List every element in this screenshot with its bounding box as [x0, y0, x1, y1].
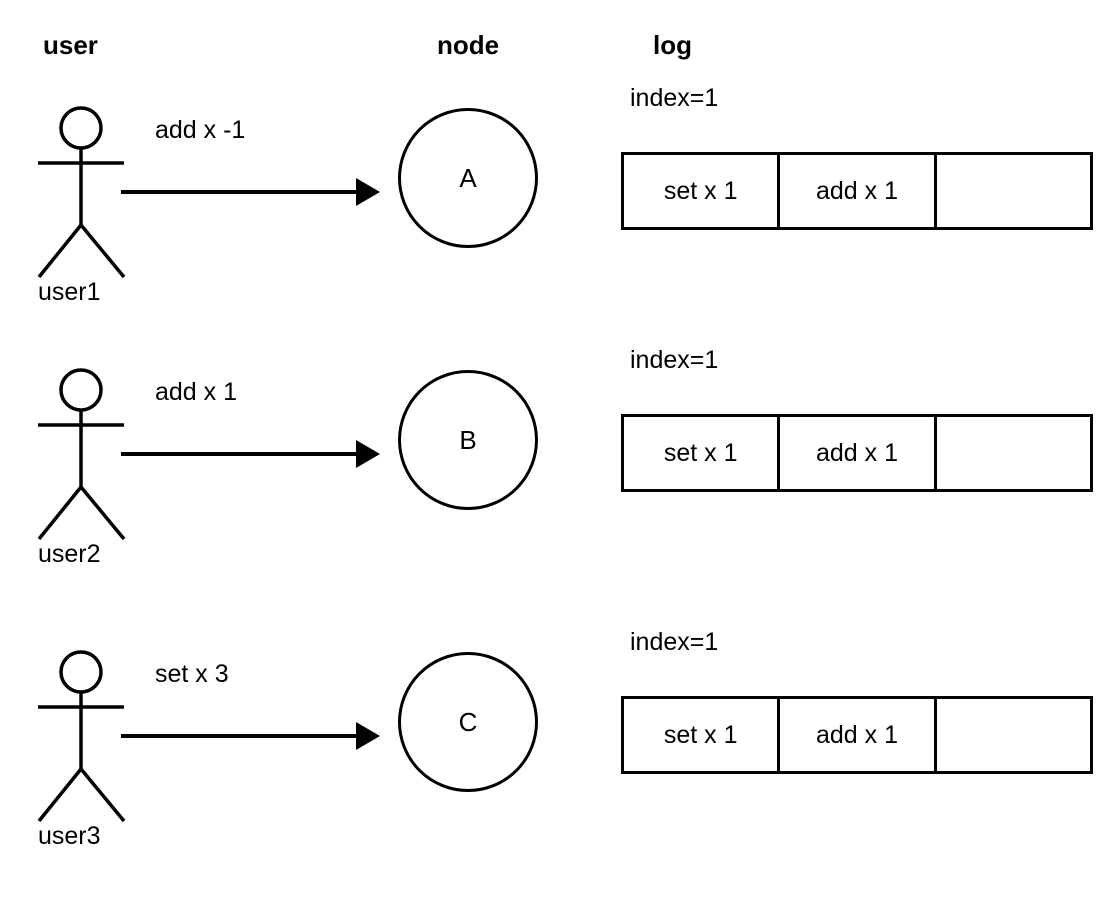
node-B: B	[398, 370, 538, 510]
diagram-row: user3 set x 3 C index=1 set x 1 add x 1	[0, 622, 1118, 902]
actor-user2: user2	[30, 340, 140, 580]
node-label: C	[458, 707, 478, 737]
actor-label: user2	[38, 540, 101, 568]
arrow-right-icon	[121, 440, 380, 468]
arrow-right-icon	[121, 722, 380, 750]
log-index-label: index=1	[630, 346, 719, 374]
column-header-log: log	[653, 30, 692, 60]
message-user3-to-C: set x 3	[118, 662, 388, 752]
stick-figure-icon	[37, 368, 126, 540]
column-header-node: node	[437, 30, 500, 60]
stick-figure-icon	[37, 650, 126, 822]
actor-label: user3	[38, 822, 101, 850]
log-cell: add x 1	[780, 155, 937, 227]
actor-user1: user1	[30, 78, 140, 318]
log-cell: set x 1	[624, 699, 781, 771]
log-table: set x 1 add x 1	[621, 152, 1093, 230]
diagram-row: user1 add x -1 A index=1 set x 1 add x 1	[0, 78, 1118, 358]
log-index-label: index=1	[630, 628, 719, 656]
message-user1-to-A: add x -1	[118, 118, 388, 208]
node-A: A	[398, 108, 538, 248]
message-user2-to-B: add x 1	[118, 380, 388, 470]
message-label: add x 1	[155, 378, 238, 406]
column-header-user: user	[43, 30, 98, 60]
arrow-right-icon	[121, 178, 380, 206]
log-table: set x 1 add x 1	[621, 414, 1093, 492]
log-index-label: index=1	[630, 84, 719, 112]
log-cell-empty	[937, 417, 1090, 489]
actor-user3: user3	[30, 622, 140, 862]
log-cell: set x 1	[624, 155, 781, 227]
node-label: B	[459, 425, 477, 455]
log-cell-empty	[937, 699, 1090, 771]
node-C: C	[398, 652, 538, 792]
log-cell: add x 1	[780, 417, 937, 489]
log-cell: add x 1	[780, 699, 937, 771]
diagram-row: user2 add x 1 B index=1 set x 1 add x 1	[0, 340, 1118, 620]
actor-label: user1	[38, 278, 101, 306]
message-label: set x 3	[155, 660, 229, 688]
message-label: add x -1	[155, 116, 246, 144]
stick-figure-icon	[37, 106, 126, 278]
log-table: set x 1 add x 1	[621, 696, 1093, 774]
log-cell: set x 1	[624, 417, 781, 489]
node-label: A	[459, 163, 477, 193]
log-cell-empty	[937, 155, 1090, 227]
